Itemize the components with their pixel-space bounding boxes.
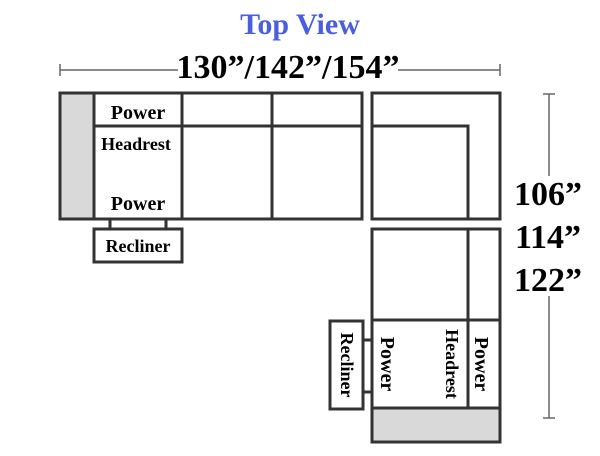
right-headrest-label: Headrest xyxy=(442,329,462,399)
right-power-1-label: Power xyxy=(376,337,398,392)
corner-section xyxy=(370,91,502,221)
depth-dimension-line xyxy=(543,93,555,419)
left-headrest-label: Headrest xyxy=(101,134,171,154)
left-recliner-label: Recliner xyxy=(106,236,171,256)
left-arm xyxy=(58,91,96,221)
depth-dimension-label-1: 106” xyxy=(514,176,582,213)
left-sofa-section xyxy=(58,91,364,221)
width-dimension-line xyxy=(59,64,501,76)
right-arm xyxy=(370,406,502,444)
depth-dimension-label-2: 114” xyxy=(515,219,581,256)
left-power-top-label: Power xyxy=(111,102,166,124)
right-recliner-footrest xyxy=(328,319,372,411)
left-power-bottom-label: Power xyxy=(111,193,166,215)
right-recliner-label: Recliner xyxy=(337,333,357,398)
right-chaise-section xyxy=(370,227,502,444)
width-dimension-label: 130”/142”/154” xyxy=(177,49,400,86)
right-power-2-label: Power xyxy=(470,337,492,392)
depth-dimension-label-3: 122” xyxy=(514,262,582,299)
diagram-title: Top View xyxy=(240,8,360,41)
left-recliner-footrest xyxy=(92,219,184,264)
